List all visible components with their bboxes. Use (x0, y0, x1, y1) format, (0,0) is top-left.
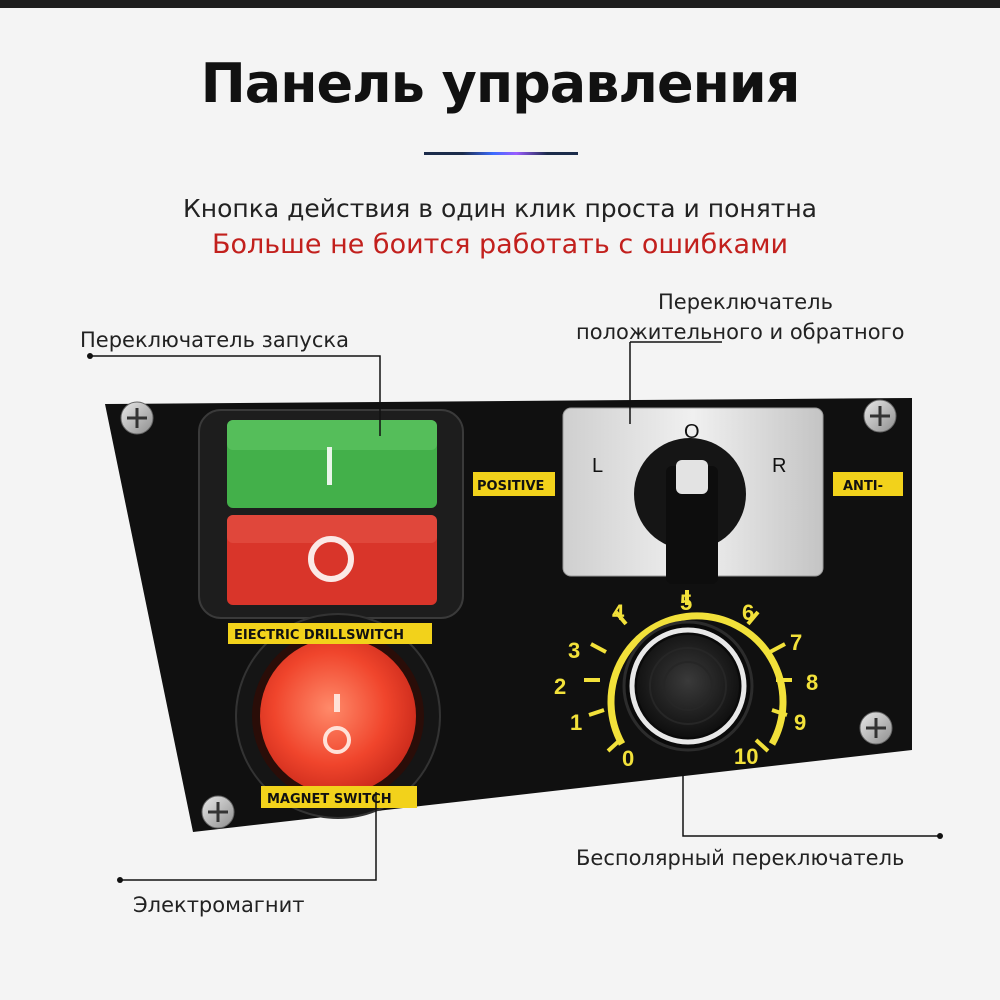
dial-number: 4 (612, 600, 625, 625)
label-anti-bg (833, 472, 903, 496)
rotary-pointer (676, 460, 708, 494)
rotary-label-left: L (592, 455, 603, 477)
label-anti: ANTI- (843, 479, 883, 494)
power-off-icon (323, 726, 351, 754)
callout-lines (90, 341, 940, 881)
dial-number: 10 (734, 744, 758, 769)
start-button[interactable] (227, 420, 437, 508)
dial-number: 9 (794, 710, 806, 735)
callout-dots (87, 353, 943, 883)
callout-electromagnet: Электромагнит (133, 893, 305, 917)
dial-number: 3 (568, 638, 580, 663)
stop-button[interactable] (227, 515, 437, 605)
screw-icon (863, 399, 897, 433)
speed-dial[interactable] (584, 590, 792, 753)
label-drill-switch-bg (228, 623, 432, 644)
label-positive-bg (473, 472, 555, 496)
dial-number: 7 (790, 630, 802, 655)
dial-number: 0 (622, 746, 634, 771)
dial-number: 8 (806, 670, 818, 695)
callout-reverse-switch-line2: положительного и обратного (576, 320, 905, 344)
callout-start-switch: Переключатель запуска (80, 328, 349, 352)
title-divider (424, 152, 578, 155)
label-drill-switch: EIECTRIC DRILLSWITCH (234, 628, 404, 643)
dial-number: 2 (554, 674, 566, 699)
callout-stepless-switch: Бесполярный переключатель (576, 846, 905, 870)
power-on-icon (327, 447, 332, 485)
screw-icon (859, 711, 893, 745)
screw-icon (201, 795, 235, 829)
dial-number: 5 (680, 590, 692, 615)
page-title: Панель управления (200, 52, 801, 115)
power-on-icon (334, 694, 340, 712)
subtitle: Кнопка действия в один клик проста и пон… (183, 194, 817, 223)
label-magnet-switch: MAGNET SWITCH (267, 792, 392, 807)
label-positive: POSITIVE (477, 479, 544, 494)
dial-number: 1 (570, 710, 582, 735)
top-bar (0, 0, 1000, 8)
dial-number: 6 (742, 600, 754, 625)
rotary-label-right: R (772, 455, 786, 477)
power-off-icon (308, 536, 354, 582)
highlight-text: Больше не боится работать с ошибками (211, 229, 789, 260)
direction-rotary-switch[interactable]: L O R (562, 407, 824, 584)
rotary-label-center: O (684, 421, 700, 443)
screw-icon (120, 401, 154, 435)
label-magnet-switch-bg (261, 786, 417, 808)
magnet-switch[interactable] (235, 613, 441, 819)
callout-reverse-switch-line1: Переключатель (658, 290, 833, 314)
